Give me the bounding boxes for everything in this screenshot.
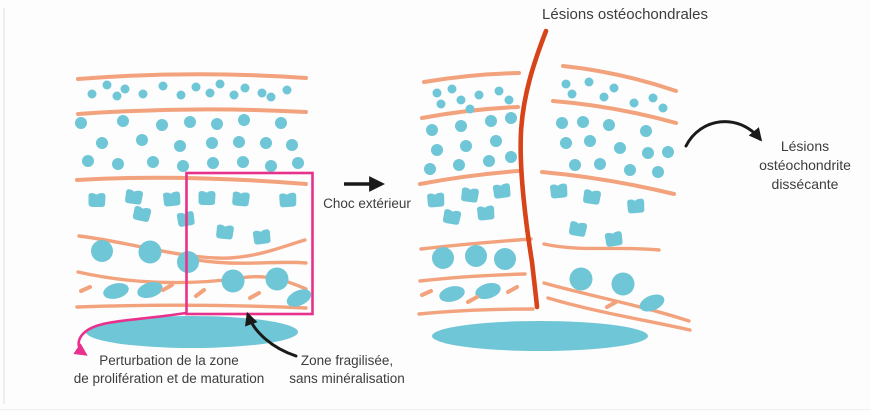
fragment-left <box>417 71 535 316</box>
left-edge-line <box>3 8 5 404</box>
label-line: ostéochondrite <box>759 157 851 173</box>
reserve-zone-cells <box>87 79 292 102</box>
hypertrophic-zone-cells <box>91 240 289 293</box>
dissecante-curved-arrow <box>684 120 763 148</box>
label-line: de prolifération et de maturation <box>73 370 265 386</box>
label-perturbation-zone: Perturbation de la zone de prolifération… <box>58 352 280 387</box>
label-line: Zone fragilisée, <box>300 353 394 368</box>
fragment-right <box>540 64 692 332</box>
growth-plate-after-panel <box>417 28 692 351</box>
proliferation-zone-cells <box>75 114 304 172</box>
fracture-crack-line <box>518 28 549 310</box>
label-line: sans minéralisation <box>289 370 405 386</box>
bottom-edge-line <box>0 409 871 410</box>
label-choc-exterieur: Choc extérieur <box>323 196 411 211</box>
label-zone-fragilisee: Zone fragilisée, sans minéralisation <box>284 352 410 387</box>
label-line: Perturbation de la zone <box>99 353 239 368</box>
label-lesions-osteochondrales: Lésions ostéochondrales <box>542 6 708 23</box>
perturbation-curved-arrow <box>73 311 188 356</box>
label-line: Lésions <box>780 138 830 154</box>
subchondral-bone-ellipse <box>86 316 298 348</box>
maturation-zone-cells <box>88 188 297 246</box>
mineralization-zone-cells <box>79 281 312 307</box>
subchondral-bone-ellipse-right <box>432 321 648 351</box>
label-lesions-dissecante: Lésions ostéochondrite dissécante <box>743 137 867 194</box>
label-line: dissécante <box>771 176 839 192</box>
zone-fragilisee-curved-arrow <box>245 311 298 358</box>
growth-plate-before-panel <box>75 72 314 348</box>
